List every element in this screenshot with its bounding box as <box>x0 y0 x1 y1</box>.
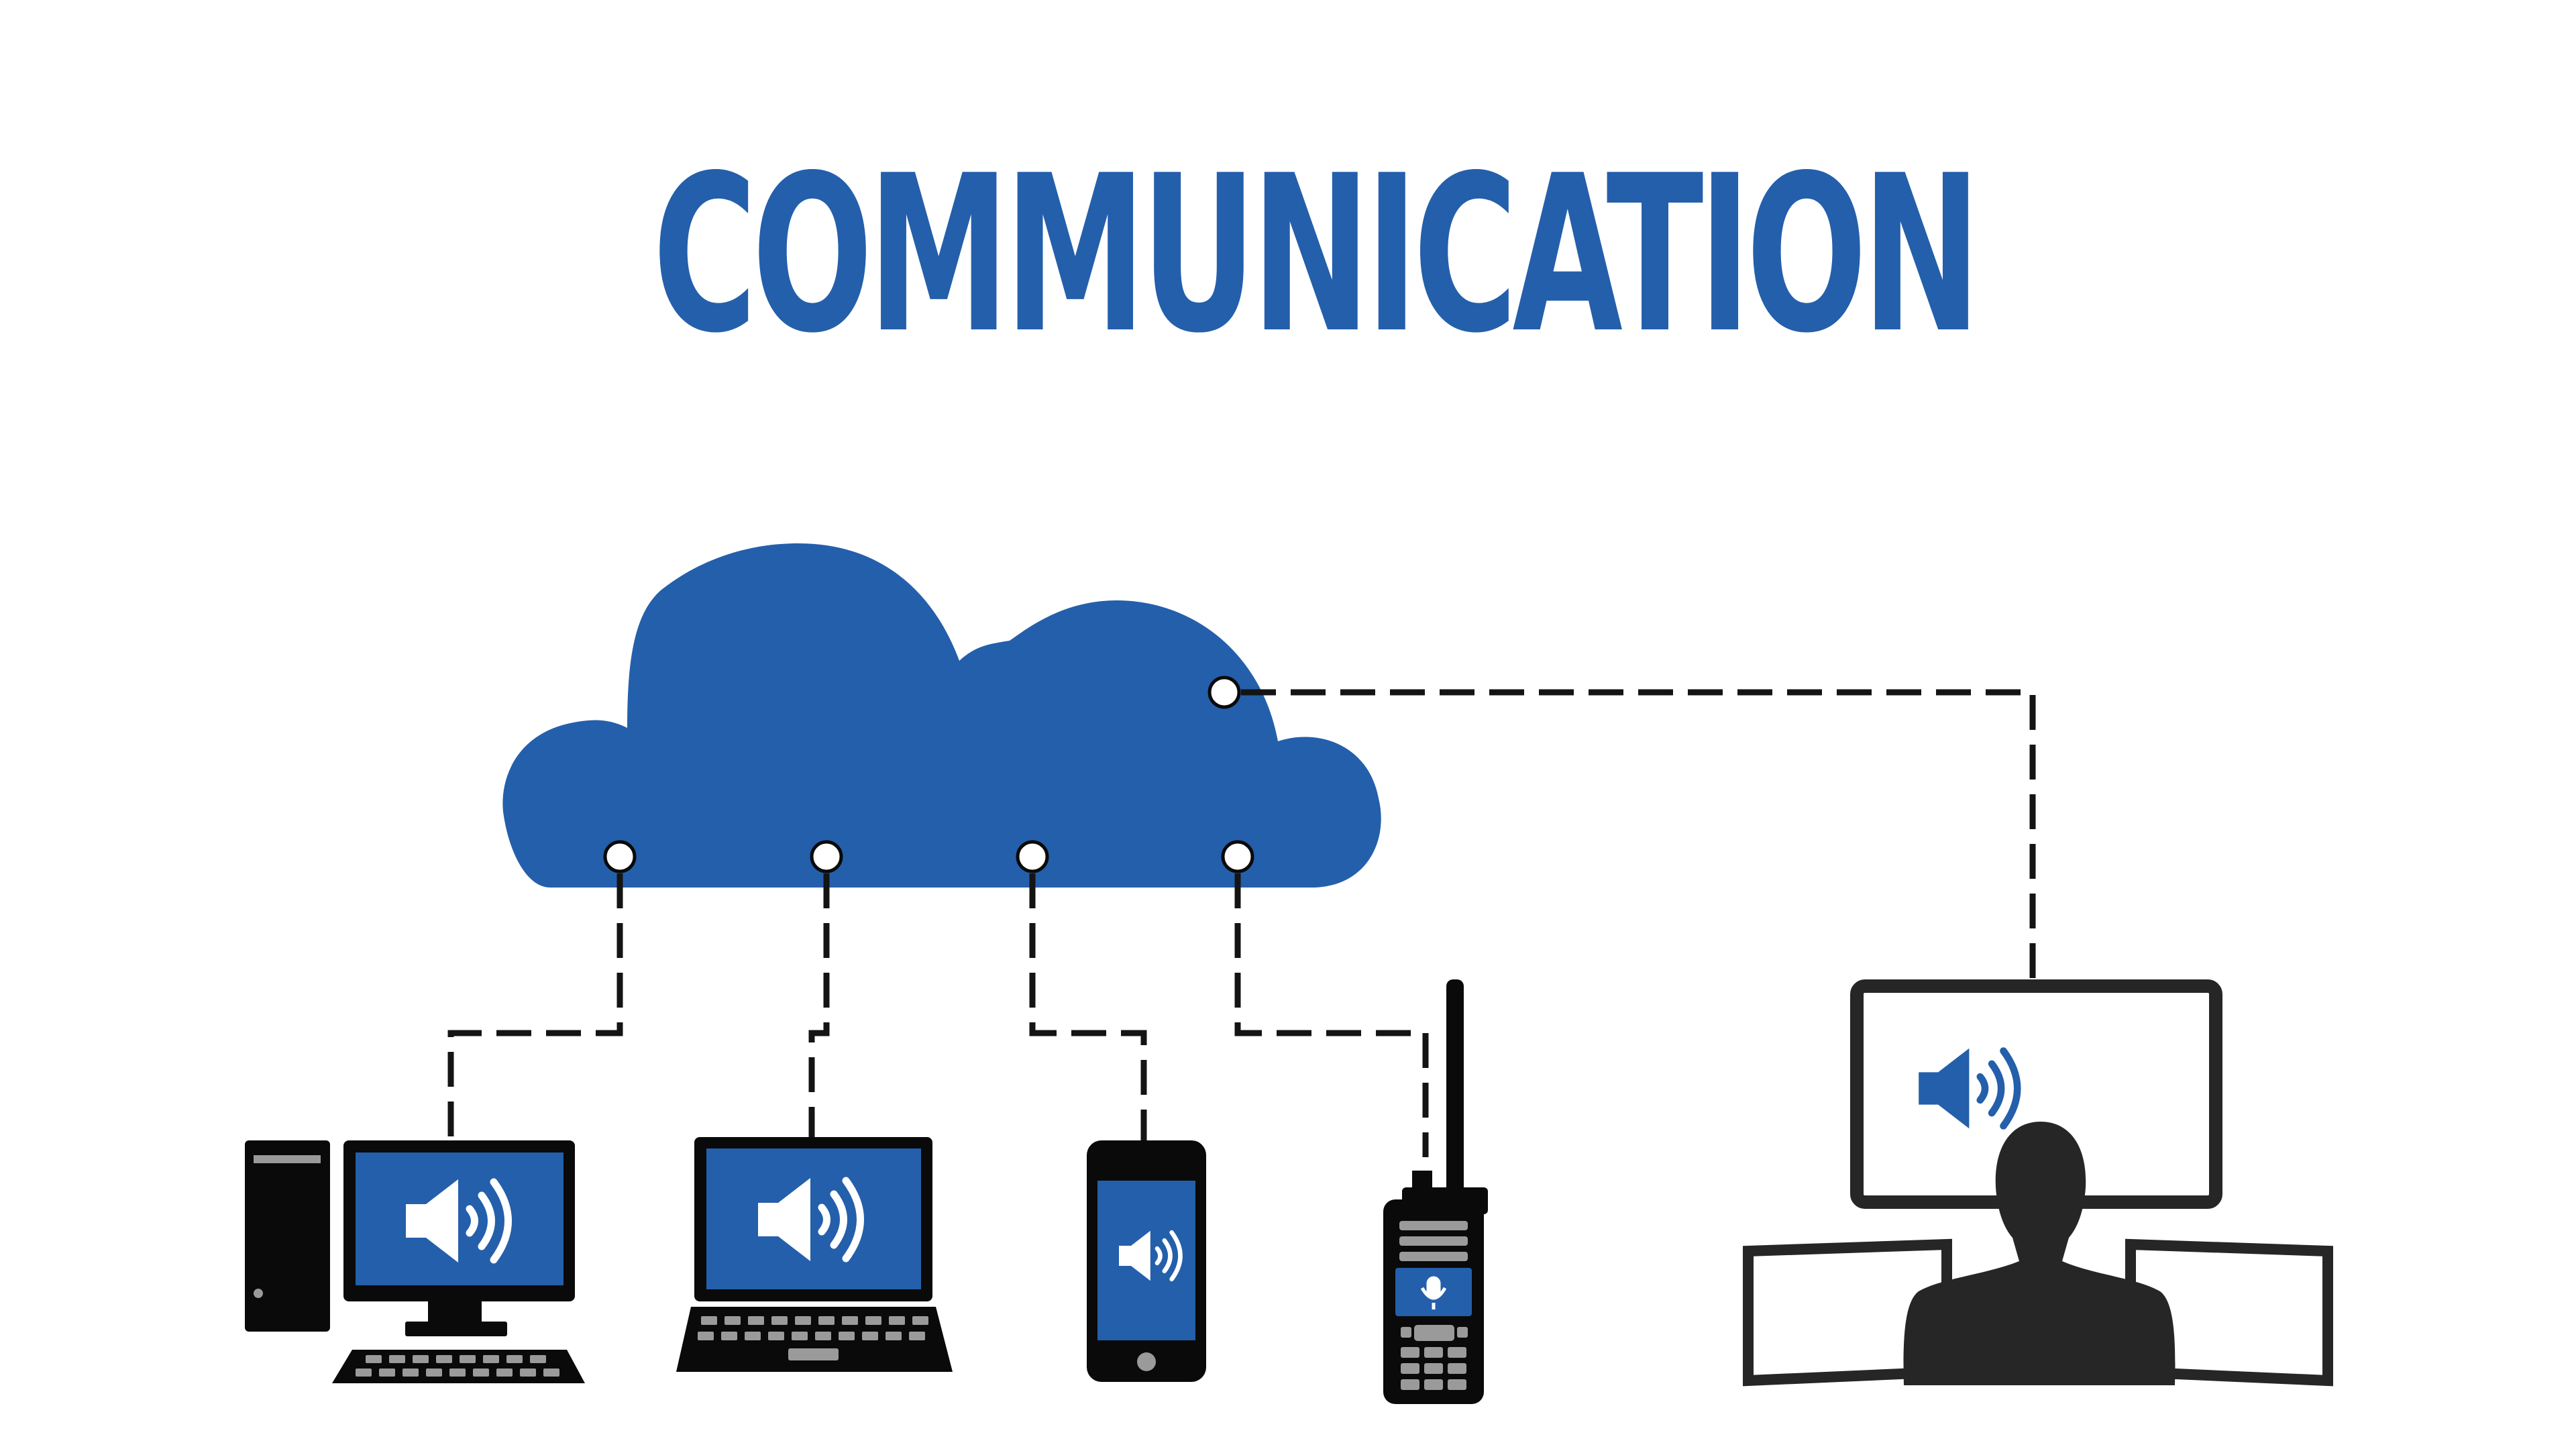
radio-antenna <box>1446 979 1464 1197</box>
cloud-port-laptop <box>810 840 843 873</box>
phone-home-button <box>1137 1352 1156 1371</box>
desktop-computer-icon <box>245 1140 585 1383</box>
desktop-keyboard <box>332 1350 585 1383</box>
connector-operator <box>1241 689 2036 983</box>
dashed-connectors <box>447 689 2036 1157</box>
connector-radio <box>1234 873 1429 1157</box>
cloud-icon <box>502 543 1381 888</box>
laptop-icon <box>676 1137 953 1372</box>
connector-phone <box>1029 873 1147 1140</box>
page-title: COMMUNICATION <box>652 129 1982 380</box>
cloud-port-desktop <box>603 840 637 873</box>
operator-person <box>1903 1122 2176 1385</box>
cloud-ports <box>603 676 1254 873</box>
connector-laptop <box>808 873 830 1137</box>
laptop-screen <box>706 1148 921 1289</box>
microphone-icon <box>1420 1276 1447 1309</box>
two-way-radio-icon <box>1383 979 1488 1404</box>
cloud-port-operator <box>1208 676 1241 709</box>
operator-workstation-icon <box>1743 979 2333 1387</box>
laptop-keyboard <box>676 1307 953 1372</box>
connector-desktop <box>447 873 623 1140</box>
cloud-port-phone <box>1016 840 1049 873</box>
pc-tower <box>245 1140 330 1332</box>
smartphone-icon <box>1087 1140 1206 1382</box>
cloud-port-radio <box>1221 840 1254 873</box>
desktop-screen <box>356 1152 564 1285</box>
